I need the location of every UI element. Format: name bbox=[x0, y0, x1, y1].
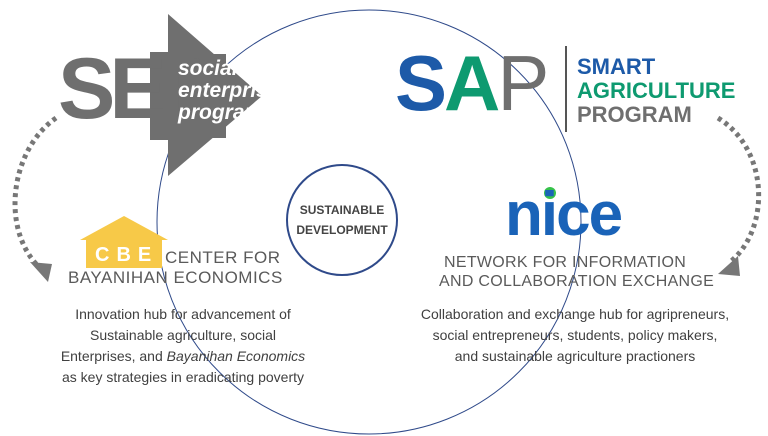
nice-dot bbox=[544, 187, 556, 199]
left-arrow-head bbox=[30, 262, 52, 282]
sap-letter-a: A bbox=[444, 39, 500, 127]
cbe-name-line: BAYANIHAN ECONOMICS bbox=[68, 268, 283, 287]
sap-word-program: PROGRAM bbox=[577, 102, 692, 127]
center-label: SUSTAINABLE DEVELOPMENT bbox=[292, 200, 392, 240]
cbe-desc-line: as key strategies in eradicating poverty bbox=[61, 369, 304, 385]
cbe-name-line: CENTER FOR bbox=[165, 248, 281, 267]
sep-word: program bbox=[178, 101, 264, 124]
cycle-ring bbox=[156, 9, 582, 435]
sap-letter-p: P bbox=[497, 39, 549, 127]
nice-desc-line: Collaboration and exchange hub for agrip… bbox=[420, 306, 730, 322]
cbe-description: Innovation hub for advancement of Sustai… bbox=[28, 304, 338, 388]
cbe-desc-text: Enterprises, and bbox=[60, 348, 167, 364]
nice-name-line: NETWORK FOR INFORMATION bbox=[444, 254, 687, 271]
sap-word-smart: SMART bbox=[577, 54, 656, 79]
nice-logo-word: nice bbox=[505, 180, 623, 249]
right-dotted-arrow bbox=[716, 115, 761, 264]
cbe-desc-line: Sustainable agriculture, social bbox=[90, 327, 276, 343]
nice-desc-line: and sustainable agriculture practioners bbox=[454, 348, 696, 364]
sap-word-agriculture: AGRICULTURE bbox=[577, 78, 736, 103]
right-arrow-head bbox=[718, 256, 740, 276]
sep-logo-letters: SEP bbox=[58, 41, 218, 137]
sap-divider bbox=[565, 46, 567, 132]
cbe-house-body bbox=[86, 240, 162, 268]
sap-letter-s: S bbox=[395, 39, 447, 127]
sep-arrow-panel bbox=[170, 54, 226, 138]
sep-word: social bbox=[178, 57, 238, 80]
nice-description: Collaboration and exchange hub for agrip… bbox=[402, 304, 748, 367]
nice-desc-line: social entrepreneurs, students, policy m… bbox=[432, 327, 718, 343]
cbe-house-roof bbox=[80, 216, 168, 240]
nice-name-line: AND COLLABORATION EXCHANGE bbox=[439, 273, 715, 290]
left-dotted-arrow bbox=[12, 115, 58, 270]
center-line: SUSTAINABLE bbox=[299, 203, 385, 217]
sep-logo-words: social enterprise program bbox=[178, 58, 280, 124]
cbe-logo-letters: CBE bbox=[95, 244, 159, 266]
center-ring bbox=[286, 164, 398, 276]
cbe-desc-italic: Bayanihan Economics bbox=[166, 348, 306, 364]
cbe-desc-line: Enterprises, and Bayanihan Economics bbox=[28, 346, 338, 367]
cbe-desc-line: Innovation hub for advancement of bbox=[75, 306, 291, 322]
center-line: DEVELOPMENT bbox=[296, 223, 388, 237]
sap-logo-letters: SAP bbox=[395, 38, 549, 128]
sep-word: enterprise bbox=[178, 79, 280, 102]
